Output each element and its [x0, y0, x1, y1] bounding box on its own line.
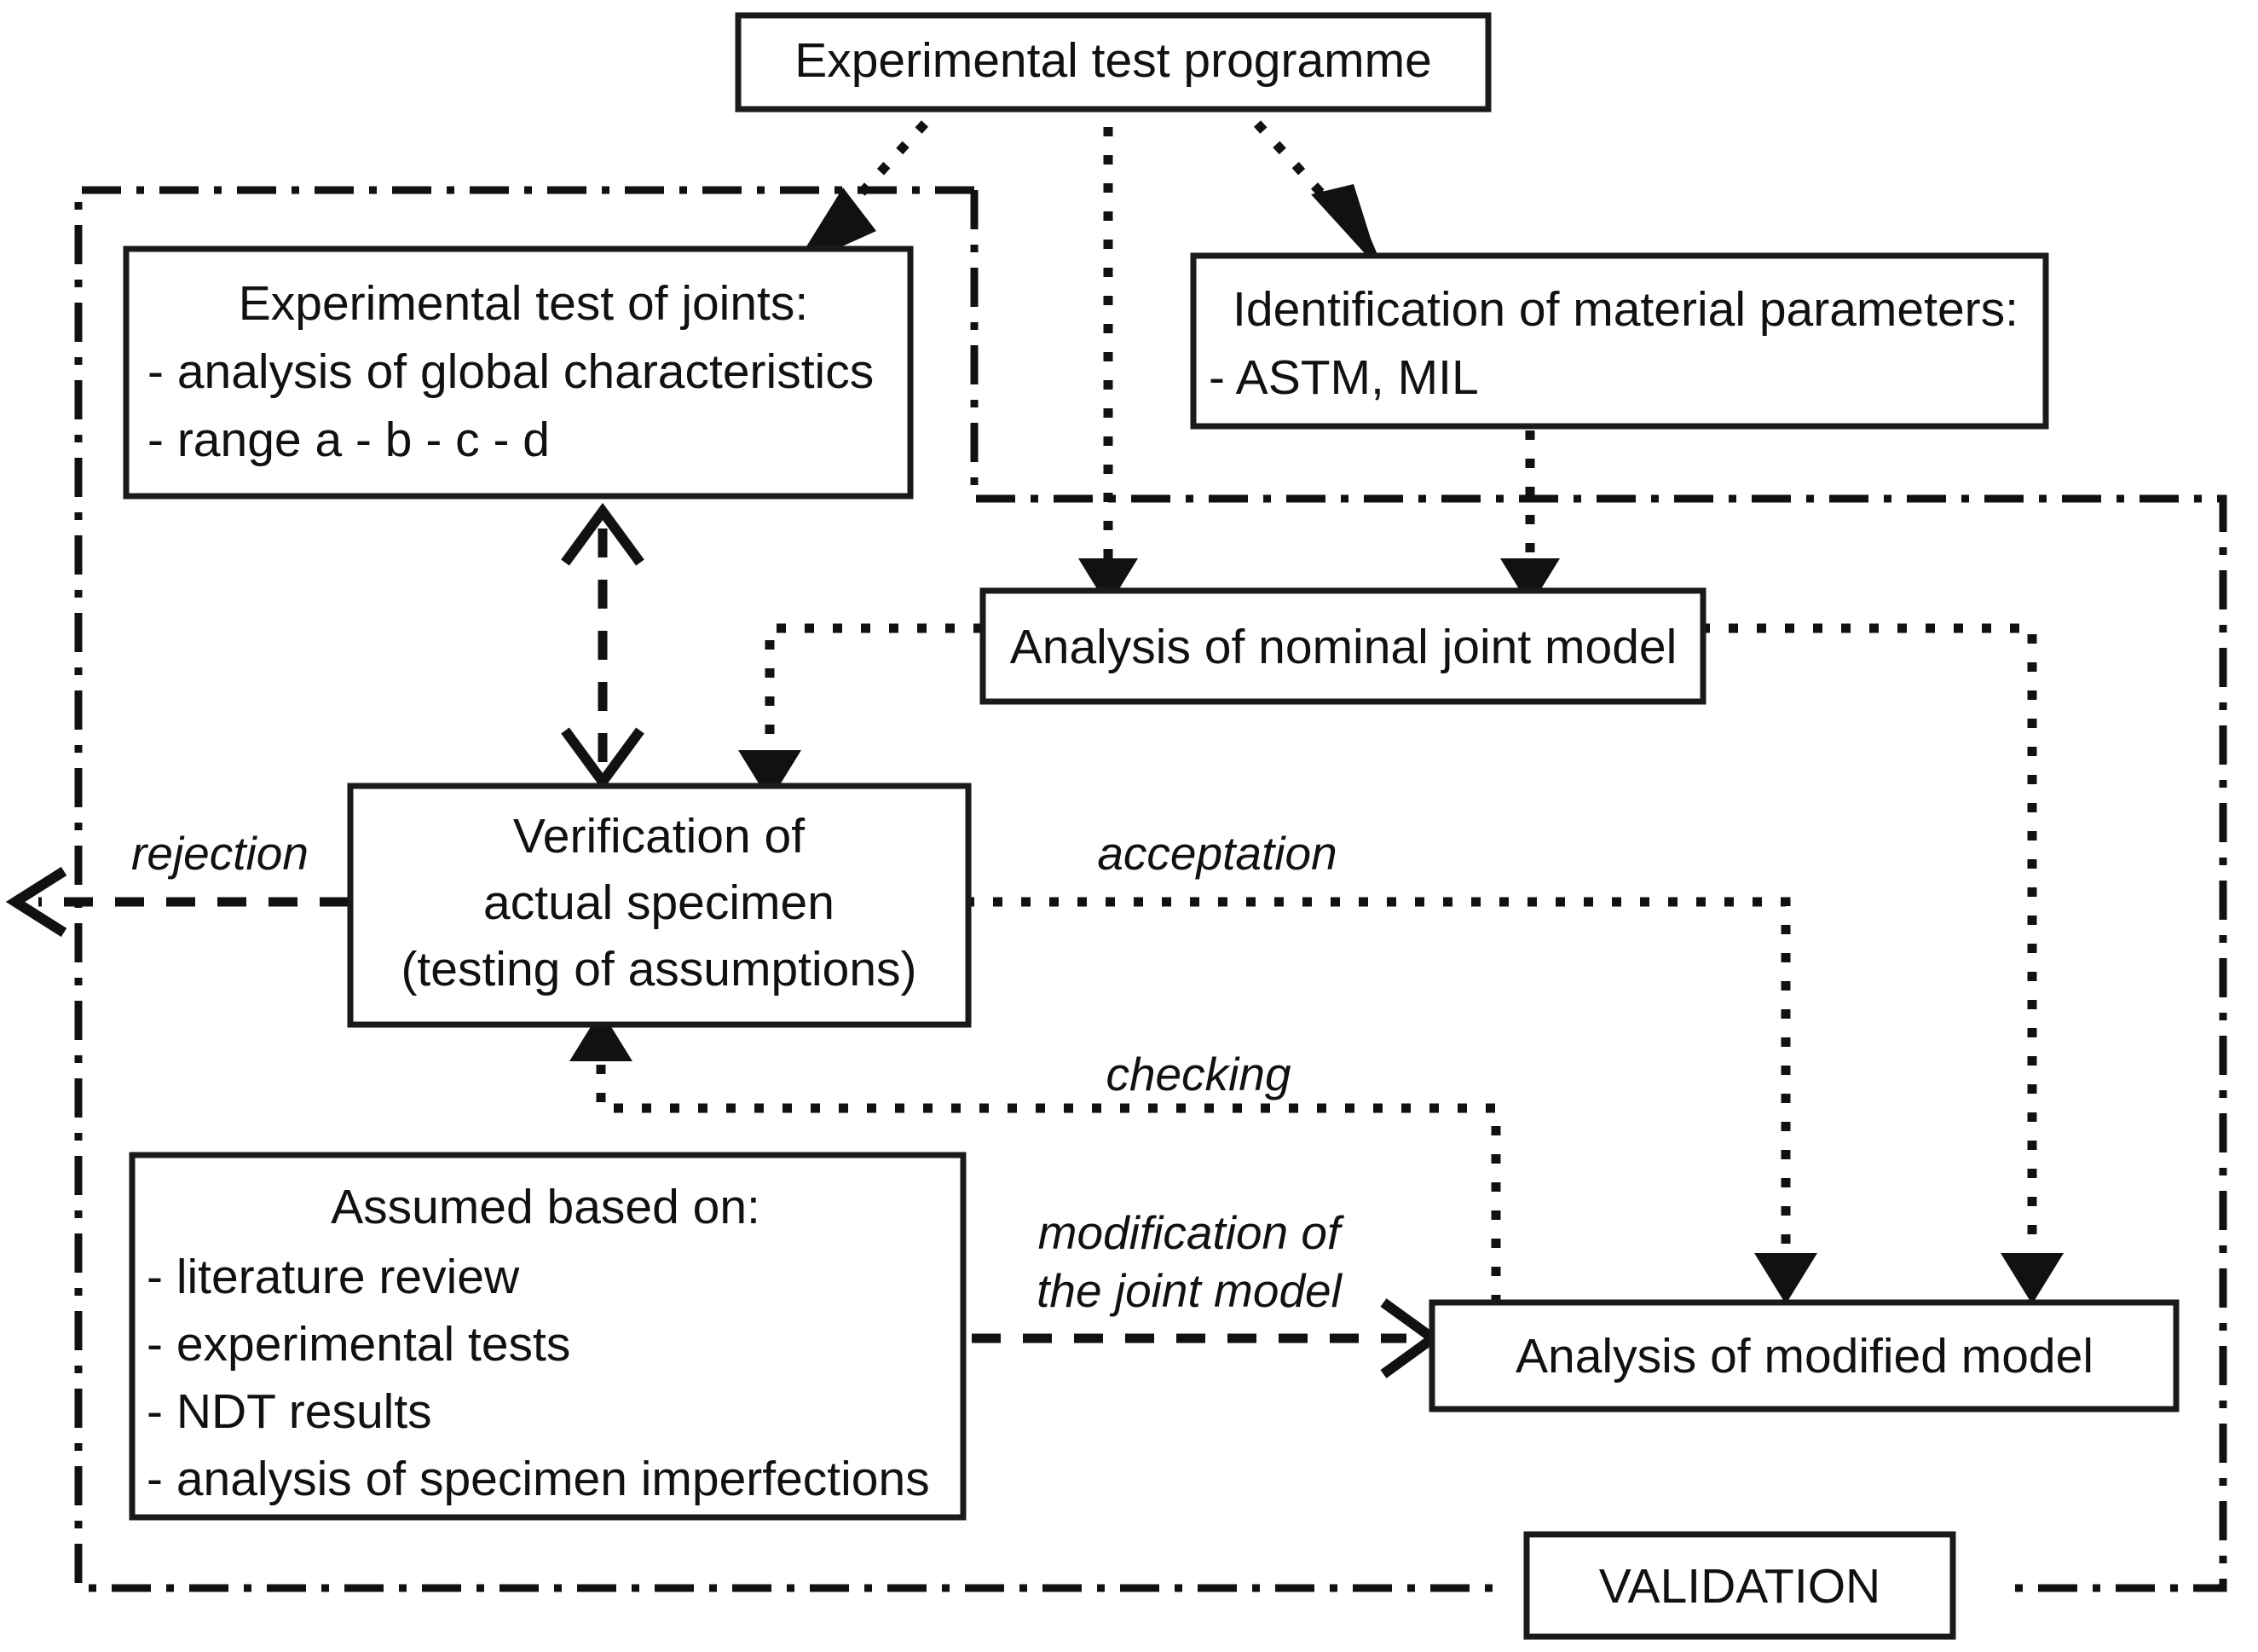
edge-label-acceptation: acceptation: [1097, 827, 1337, 880]
node-assumed-based-on-heading: Assumed based on:: [331, 1180, 760, 1234]
edge-identification-to-nominal: [1500, 430, 1560, 607]
node-experimental-test-of-joints-line1: - analysis of global characteristics: [147, 344, 874, 399]
edge-joints-verification-bidirectional: [561, 502, 644, 791]
node-assumed-item-1: - literature review: [147, 1250, 520, 1304]
edge-label-checking: checking: [1106, 1048, 1291, 1100]
node-verification-line1: Verification of: [513, 809, 805, 864]
node-verification-line2: actual specimen: [483, 875, 834, 930]
node-validation[interactable]: [1523, 1531, 1956, 1640]
edge-label-rejection: rejection: [131, 827, 309, 880]
node-assumed-item-3: - NDT results: [147, 1384, 432, 1439]
node-analysis-modified-model[interactable]: [1429, 1299, 2180, 1412]
edge-nominal-to-modified: [1701, 623, 2064, 1304]
edge-checking: [569, 1010, 1501, 1304]
edge-rejection: [5, 866, 349, 938]
node-experimental-test-programme-label: Experimental test programme: [794, 33, 1432, 88]
node-analysis-nominal-joint-model[interactable]: [979, 587, 1706, 705]
validation-enclosure-path: [74, 186, 2227, 1592]
node-identification-line1: - ASTM, MIL: [1209, 350, 1479, 405]
node-experimental-test-programme[interactable]: [735, 12, 1492, 113]
node-assumed-based-on[interactable]: [129, 1152, 967, 1521]
edge-programme-to-nominal: [1078, 71, 1138, 607]
edge-acceptation: [965, 897, 1817, 1304]
node-validation-label: VALIDATION: [1599, 1559, 1880, 1614]
node-experimental-test-of-joints[interactable]: [123, 245, 914, 500]
node-experimental-test-of-joints-line2: - range a - b - c - d: [147, 413, 550, 467]
edge-label-modification-line2: the joint model: [1037, 1264, 1343, 1317]
node-experimental-test-of-joints-heading: Experimental test of joints:: [239, 276, 808, 331]
node-assumed-item-2: - experimental tests: [147, 1317, 570, 1372]
edge-nominal-to-verification: [738, 623, 983, 801]
node-identification-of-material-parameters[interactable]: [1190, 252, 2049, 430]
node-verification-actual-specimen[interactable]: [347, 783, 972, 1028]
node-assumed-item-4: - analysis of specimen imperfections: [147, 1452, 930, 1506]
edge-label-modification-line1: modification of: [1038, 1206, 1345, 1259]
node-verification-line3: (testing of assumptions): [401, 942, 916, 996]
node-analysis-modified-model-label: Analysis of modified model: [1516, 1329, 2093, 1383]
edge-programme-to-identification: [1253, 120, 1385, 273]
node-identification-heading: Identification of material parameters:: [1233, 282, 2018, 337]
node-analysis-nominal-joint-model-label: Analysis of nominal joint model: [1010, 620, 1678, 674]
